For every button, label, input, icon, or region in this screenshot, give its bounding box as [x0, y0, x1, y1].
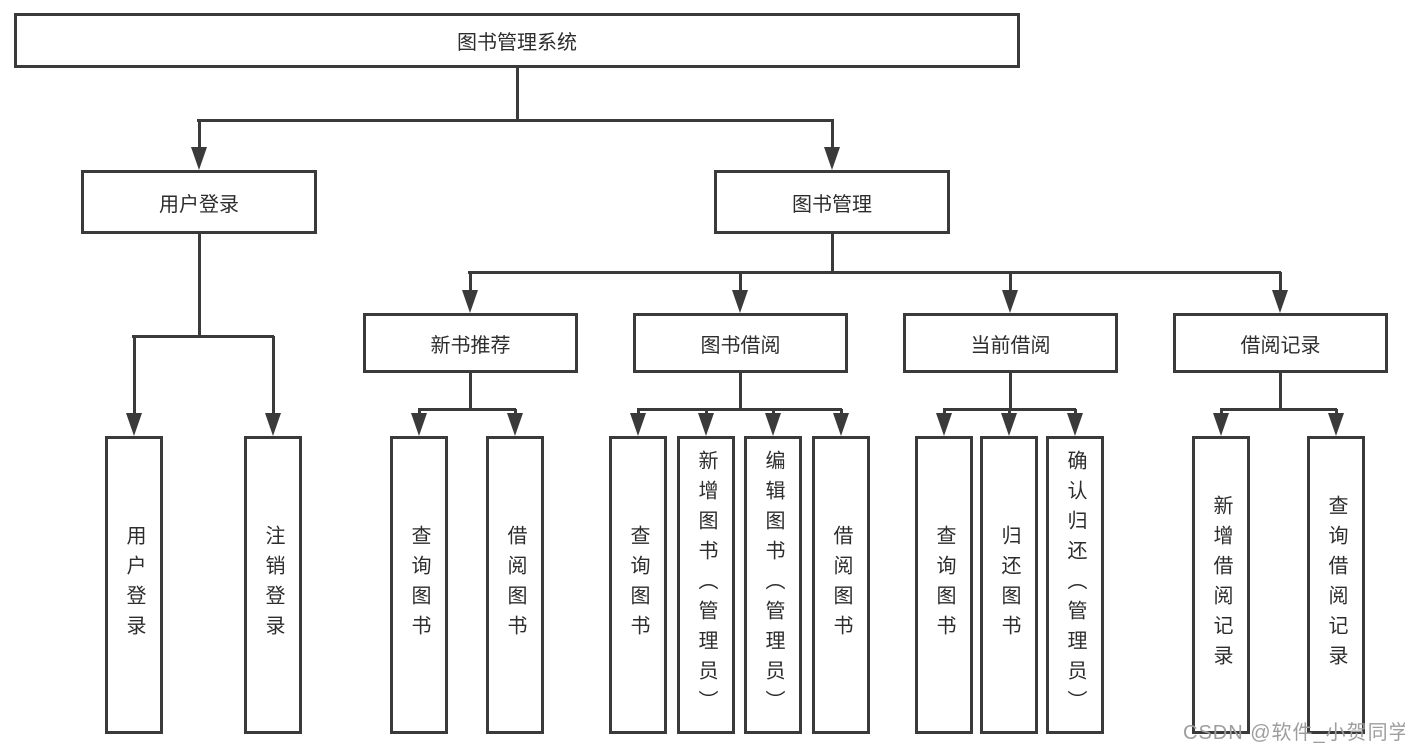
connector-line	[739, 272, 742, 294]
leaf-add-book-admin: 新增图书（管理员）	[677, 436, 735, 734]
node-label: 查询图书	[627, 525, 649, 645]
arrowhead-icon	[507, 413, 523, 436]
arrowhead-icon	[1272, 290, 1288, 313]
arrowhead-icon	[1001, 413, 1017, 436]
connector-line	[831, 234, 834, 273]
arrowhead-icon	[191, 147, 207, 170]
node-label: 确认归还（管理员）	[1064, 450, 1086, 720]
leaf-query-books-borrow: 查询图书	[609, 436, 667, 734]
connector-line	[831, 120, 834, 152]
node-user-login: 用户登录	[81, 170, 317, 234]
arrowhead-icon	[411, 413, 427, 436]
leaf-query-books-current: 查询图书	[915, 436, 973, 734]
node-label: 借阅图书	[830, 525, 852, 645]
arrowhead-icon	[1002, 290, 1018, 313]
node-book-management: 图书管理	[714, 170, 950, 234]
node-borrow-records: 借阅记录	[1173, 313, 1388, 373]
connector-line	[943, 408, 1076, 411]
arrowhead-icon	[265, 413, 281, 436]
node-new-book-recommend: 新书推荐	[363, 313, 578, 373]
leaf-add-borrow-record: 新增借阅记录	[1192, 436, 1250, 734]
node-label: 新增图书（管理员）	[695, 450, 717, 720]
connector-line	[1220, 408, 1337, 411]
connector-line	[198, 120, 201, 152]
connector-line	[739, 373, 742, 410]
node-label: 查询图书	[408, 525, 430, 645]
leaf-logout: 注销登录	[244, 436, 302, 734]
arrowhead-icon	[1067, 413, 1083, 436]
leaf-borrow-books: 借阅图书	[812, 436, 870, 734]
arrowhead-icon	[936, 413, 952, 436]
connector-line	[272, 336, 275, 416]
leaf-query-books-recommend: 查询图书	[390, 436, 448, 734]
connector-line	[197, 119, 834, 122]
node-label: 借阅图书	[504, 525, 526, 645]
node-label: 新增借阅记录	[1210, 495, 1232, 675]
node-label: 编辑图书（管理员）	[762, 450, 784, 720]
connector-line	[469, 373, 472, 410]
leaf-query-borrow-record: 查询借阅记录	[1307, 436, 1365, 734]
arrowhead-icon	[462, 290, 478, 313]
connector-line	[1279, 373, 1282, 410]
connector-line	[133, 336, 136, 416]
leaf-confirm-return-admin: 确认归还（管理员）	[1046, 436, 1104, 734]
connector-line	[132, 335, 274, 338]
arrowhead-icon	[765, 413, 781, 436]
node-label: 归还图书	[998, 525, 1020, 645]
node-label: 用户登录	[123, 525, 145, 645]
node-current-borrow: 当前借阅	[903, 313, 1118, 373]
node-label: 查询借阅记录	[1325, 495, 1347, 675]
connector-line	[198, 234, 201, 338]
arrowhead-icon	[630, 413, 646, 436]
leaf-user-login: 用户登录	[105, 436, 163, 734]
arrowhead-icon	[126, 413, 142, 436]
node-label: 查询图书	[933, 525, 955, 645]
connector-line	[516, 68, 519, 121]
arrowhead-icon	[824, 147, 840, 170]
leaf-borrow-books-recommend: 借阅图书	[486, 436, 544, 734]
node-book-borrow: 图书借阅	[633, 313, 848, 373]
arrowhead-icon	[732, 290, 748, 313]
arrowhead-icon	[1328, 413, 1344, 436]
connector-line	[637, 408, 842, 411]
node-root: 图书管理系统	[14, 13, 1020, 68]
connector-line	[1279, 272, 1282, 294]
watermark: CSDN @软件_小贺同学	[1183, 722, 1405, 744]
arrowhead-icon	[1213, 413, 1229, 436]
node-label: 注销登录	[262, 525, 284, 645]
connector-line	[468, 271, 1281, 274]
leaf-return-books: 归还图书	[980, 436, 1038, 734]
arrowhead-icon	[833, 413, 849, 436]
connector-line	[1009, 373, 1012, 410]
leaf-edit-book-admin: 编辑图书（管理员）	[744, 436, 802, 734]
connector-line	[418, 408, 516, 411]
connector-line	[1009, 272, 1012, 294]
connector-line	[469, 272, 472, 294]
arrowhead-icon	[698, 413, 714, 436]
